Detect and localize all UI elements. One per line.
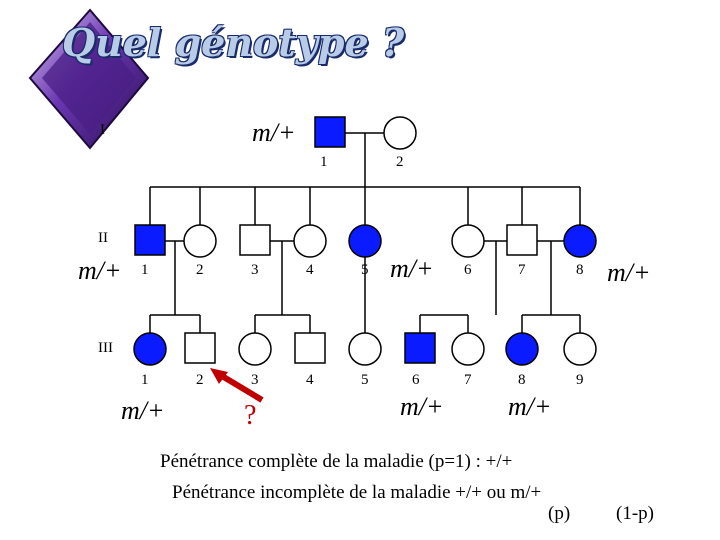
pedigree-male-III6 [405,333,435,363]
individual-number: 2 [196,372,204,389]
footer-line-complete-penetrance: Pénétrance complète de la maladie (p=1) … [160,451,512,473]
individual-number: 3 [251,372,259,389]
individual-number: 9 [576,372,584,389]
individual-number: 1 [141,262,149,279]
individual-number: 8 [576,262,584,279]
genotype-label-II5: m/+ [390,254,434,284]
individual-number: 4 [306,262,314,279]
individual-number: 2 [196,262,204,279]
genotype-label-II8: m/+ [607,258,651,288]
pedigree-female-III1 [134,333,166,365]
pedigree-female-II4 [294,225,326,257]
pedigree-female-III5 [349,333,381,365]
footer-probability-p: (p) [548,503,570,525]
genotype-label-III6: m/+ [400,392,444,422]
pedigree-male-I1 [315,117,345,147]
pedigree-female-III9 [564,333,596,365]
pedigree-male-III4 [295,333,325,363]
individual-number: 8 [518,372,526,389]
genotype-label-II1: m/+ [78,256,122,286]
generation-label-I: I [100,122,105,139]
individual-number: 6 [412,372,420,389]
pedigree-female-II8 [564,225,596,257]
individual-number: 7 [518,262,526,279]
pedigree-female-III8 [506,333,538,365]
individual-number: 6 [464,262,472,279]
individual-number: 3 [251,262,259,279]
genotype-label-III8: m/+ [508,392,552,422]
pedigree-female-II6 [452,225,484,257]
individual-number: 7 [464,372,472,389]
individual-number: 5 [361,372,369,389]
pedigree-female-I2 [384,117,416,149]
pedigree-male-III2 [185,333,215,363]
footer-probability-one-minus-p: (1-p) [616,503,654,525]
pedigree-male-II3 [240,225,270,255]
individual-number: 5 [361,262,369,279]
pedigree-male-II1 [135,225,165,255]
individual-number: 1 [141,372,149,389]
pedigree-female-II2 [184,225,216,257]
question-mark: ? [244,400,256,432]
pedigree-female-III7 [452,333,484,365]
individual-number: 2 [396,154,404,171]
pedigree-female-II5 [349,225,381,257]
generation-label-III: III [98,340,113,357]
footer-line-incomplete-penetrance: Pénétrance incomplète de la maladie +/+ … [172,482,541,504]
generation-label-II: II [98,230,108,247]
pedigree-female-III3 [239,333,271,365]
individual-number: 1 [320,154,328,171]
genotype-label-III1: m/+ [121,396,165,426]
pedigree-male-II7 [507,225,537,255]
genotype-label-I1: m/+ [252,118,296,148]
individual-number: 4 [306,372,314,389]
